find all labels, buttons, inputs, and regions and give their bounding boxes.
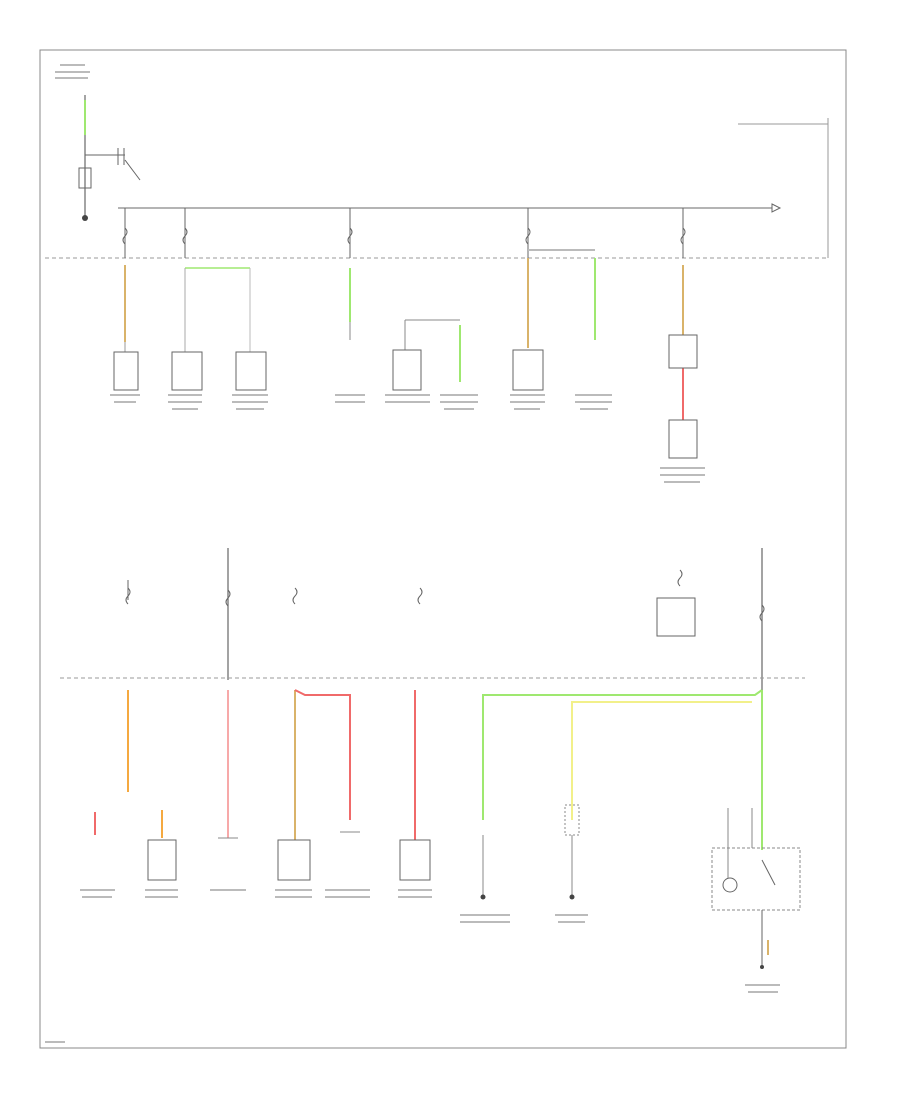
fuse-icon bbox=[525, 227, 531, 245]
fuse-icon bbox=[677, 569, 683, 587]
component-box-icon bbox=[277, 839, 311, 881]
fuse-icon bbox=[125, 587, 131, 605]
fuse-icon bbox=[122, 227, 128, 245]
illegible-label-marks bbox=[45, 64, 780, 1043]
wire-yellow-1 bbox=[571, 701, 752, 820]
wire-red-2 bbox=[294, 689, 351, 820]
wire-green-5 bbox=[482, 689, 763, 820]
component-box-icon bbox=[512, 349, 544, 391]
fuse-drop-2 bbox=[182, 208, 188, 258]
ground-icon bbox=[82, 215, 88, 221]
component-box-icon bbox=[668, 419, 698, 459]
component-box-icon bbox=[392, 349, 422, 391]
fuse-icon bbox=[759, 604, 765, 622]
connector-icon bbox=[564, 804, 580, 836]
connector-arrow-icon bbox=[771, 203, 782, 213]
fuse-icon bbox=[680, 227, 686, 245]
fuse-icon bbox=[182, 227, 188, 245]
component-box-icon bbox=[656, 597, 696, 637]
relay-switch-icon bbox=[124, 159, 141, 181]
ground-icon bbox=[569, 894, 575, 900]
fuse-drop-1 bbox=[122, 208, 128, 258]
fusible-link-icon bbox=[78, 167, 92, 189]
component-box-icon bbox=[235, 351, 267, 391]
fuse-icon bbox=[417, 587, 423, 605]
fuse-icon bbox=[292, 587, 298, 605]
diagram-frame bbox=[39, 49, 847, 1049]
relay-icon bbox=[711, 808, 801, 969]
component-box-icon bbox=[113, 351, 139, 391]
fuse-icon bbox=[347, 227, 353, 245]
component-box-icon bbox=[147, 839, 177, 881]
component-box-icon bbox=[171, 351, 203, 391]
fuse-icon bbox=[225, 589, 231, 607]
top-section bbox=[45, 95, 829, 459]
fuse-drop-3 bbox=[347, 208, 353, 258]
ground-icon bbox=[480, 894, 486, 900]
component-box-icon bbox=[399, 839, 431, 881]
fuse-drop-5 bbox=[680, 208, 686, 258]
component-box-icon bbox=[668, 334, 698, 369]
bottom-section bbox=[60, 548, 805, 969]
